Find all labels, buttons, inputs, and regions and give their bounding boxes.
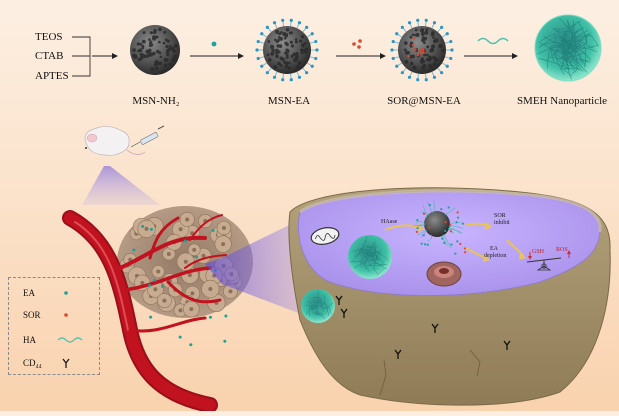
label-inhibit: inhibit (494, 220, 510, 226)
legend-markers (57, 291, 83, 368)
label-sor: SOR (494, 213, 506, 219)
legend-sor-label: SOR (23, 310, 41, 320)
stage-label-msn-nh2: MSN-NH₂ (132, 95, 180, 107)
sor-dot-reagent (352, 42, 356, 46)
nucleus-icon (426, 261, 462, 287)
degrading-nanoparticle (413, 200, 467, 255)
reagent-teos: TEOS (35, 31, 63, 43)
reagent-ctab: CTAB (35, 50, 64, 62)
sor-msn-ea-particle (390, 18, 454, 82)
blood-vessel (62, 210, 227, 413)
msn-nh2-particle (130, 25, 180, 75)
balance-icon (526, 257, 562, 271)
mitochondrion-icon (310, 227, 340, 245)
reagent-bracket (72, 36, 91, 77)
legend-ha-label: HA (23, 335, 36, 345)
stage-label-smeh: SMEH Nanoparticle (516, 95, 608, 107)
label-depletion: depletion (484, 253, 507, 259)
stage-label-sor-msn-ea: SOR@MSN-EA (387, 95, 461, 107)
msn-ea-particle (255, 18, 319, 82)
label-ros: ROS (556, 247, 568, 253)
ha-strand-reagent (477, 37, 509, 45)
antibody-icon (335, 295, 511, 359)
ea-dot-reagent (211, 41, 217, 47)
legend: EA SOR HA CD₄₄ (8, 277, 100, 375)
smeh-entering-cell (348, 235, 392, 279)
legend-cd44-label: CD₄₄ (23, 358, 42, 368)
mouse-icon (84, 126, 146, 156)
legend-ea-label: EA (23, 288, 35, 298)
smeh-nanoparticle (534, 14, 602, 82)
reagent-aptes: APTES (35, 70, 69, 82)
label-haase: HAase (381, 219, 398, 225)
stage-label-msn-ea: MSN-EA (267, 95, 311, 107)
label-ea: EA (490, 246, 498, 252)
smeh-binding-cd44 (301, 289, 335, 323)
syringe-icon (130, 125, 165, 148)
mouse-to-tumor-beam (82, 166, 160, 205)
synthesis-row (72, 14, 602, 82)
label-gsh: GSH (532, 249, 545, 255)
